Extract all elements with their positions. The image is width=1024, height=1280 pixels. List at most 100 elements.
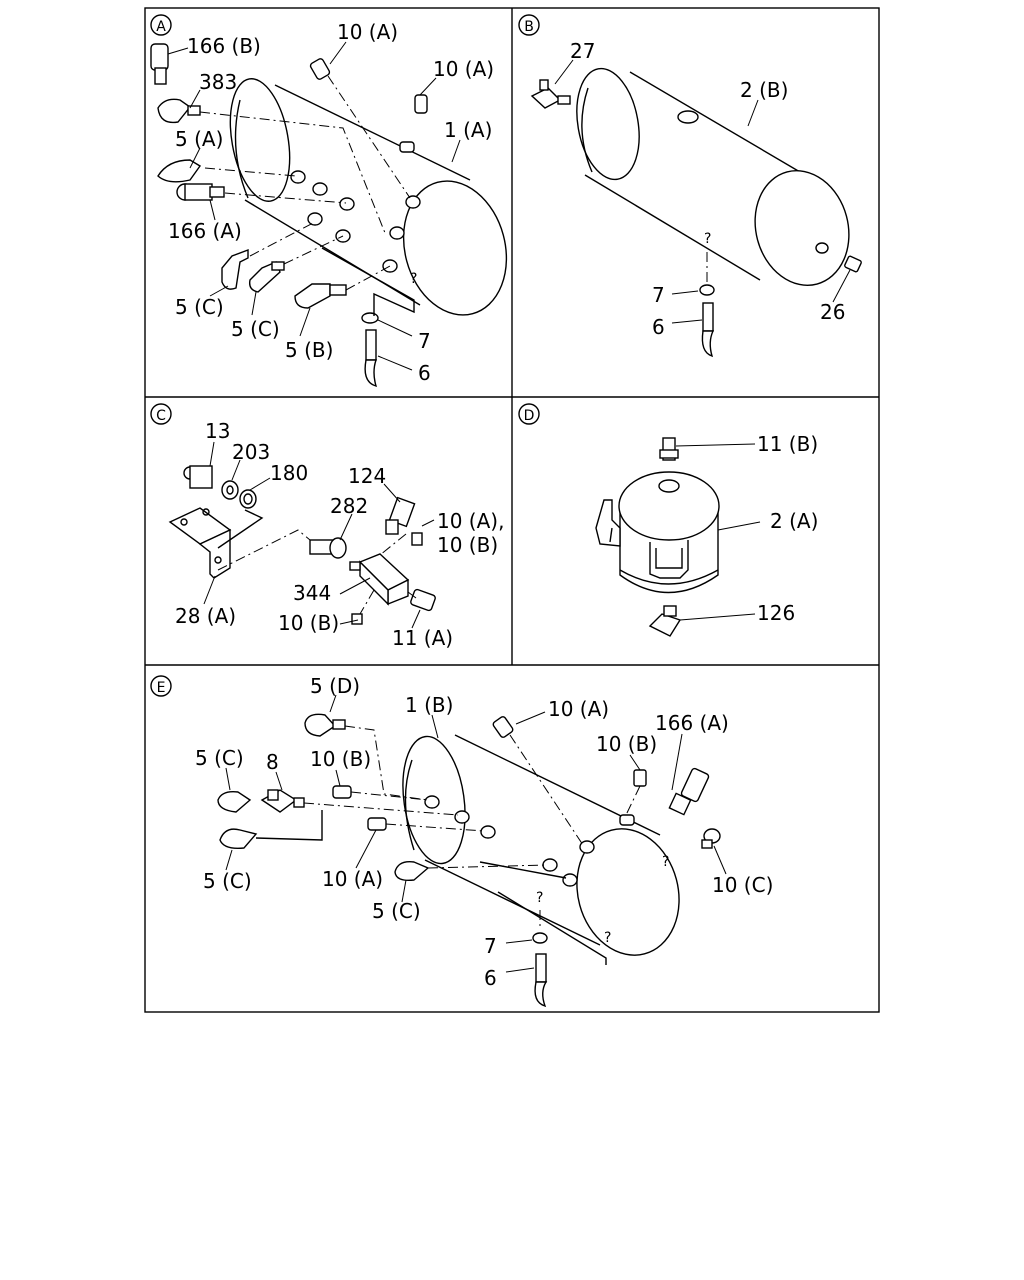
part-7-b xyxy=(699,284,715,296)
part-5c-e1 xyxy=(217,790,252,813)
panel-a: A ? xyxy=(150,14,508,388)
label-10a-top: 10 (A) xyxy=(337,20,398,44)
part-5c-2 xyxy=(248,261,285,293)
label-10b-e-right: 10 (B) xyxy=(596,732,657,756)
label-124: 124 xyxy=(348,464,386,488)
svg-text:?: ? xyxy=(704,231,711,247)
label-7-e: 7 xyxy=(484,934,497,958)
part-10b-upper xyxy=(411,532,423,546)
part-13 xyxy=(183,465,213,489)
label-5c-1: 5 (C) xyxy=(175,295,224,319)
svg-text:?: ? xyxy=(536,890,543,906)
part-8 xyxy=(260,789,305,813)
panel-d-marker xyxy=(518,403,540,425)
part-7-e xyxy=(532,932,548,944)
part-124 xyxy=(385,496,416,535)
panel-d-letter: D xyxy=(524,408,535,424)
tank-1b: ? ? ? xyxy=(402,734,680,956)
label-10b-c-upper: 10 (B) xyxy=(437,533,498,557)
part-10a-e-top xyxy=(492,716,514,738)
label-6-e: 6 xyxy=(484,966,497,990)
label-344: 344 xyxy=(293,581,331,605)
part-10a-e-left xyxy=(367,817,387,831)
panel-b-letter: B xyxy=(524,19,534,35)
part-11a xyxy=(410,588,436,612)
svg-text:?: ? xyxy=(604,930,611,946)
label-166a: 166 (A) xyxy=(168,219,242,243)
part-6-e xyxy=(534,953,548,1008)
part-203 xyxy=(221,480,239,500)
part-10a-top xyxy=(309,58,331,80)
part-6-b xyxy=(701,302,715,358)
part-166a-left xyxy=(176,183,225,201)
svg-text:?: ? xyxy=(662,854,669,870)
part-383 xyxy=(157,98,201,124)
label-5a: 5 (A) xyxy=(175,127,223,151)
label-166a-e: 166 (A) xyxy=(655,711,729,735)
panel-a-letter: A xyxy=(156,19,166,35)
bracket-28a xyxy=(168,507,232,579)
panel-b: B ? 27 xyxy=(518,14,862,358)
label-11b: 11 (B) xyxy=(757,432,818,456)
label-27: 27 xyxy=(570,39,595,63)
part-5a xyxy=(157,159,202,183)
label-1a: 1 (A) xyxy=(444,118,492,142)
part-180 xyxy=(239,489,257,509)
label-2b: 2 (B) xyxy=(740,78,788,102)
part-10a-right xyxy=(414,94,428,114)
label-10a-e-left: 10 (A) xyxy=(322,867,383,891)
part-344 xyxy=(349,553,410,606)
svg-text:?: ? xyxy=(410,271,417,287)
part-5c-e2 xyxy=(219,828,258,850)
label-126: 126 xyxy=(757,601,795,625)
label-7-a: 7 xyxy=(418,329,431,353)
panel-e-letter: E xyxy=(157,680,166,696)
label-6-a: 6 xyxy=(418,361,431,385)
part-11b xyxy=(659,437,679,461)
label-8: 8 xyxy=(266,750,279,774)
label-5b: 5 (B) xyxy=(285,338,333,362)
part-5b xyxy=(294,283,347,309)
panel-a-marker xyxy=(150,14,172,36)
panel-b-marker xyxy=(518,14,540,36)
panel-d: D 11 (B) 2 (A) 126 xyxy=(518,403,818,637)
part-126 xyxy=(648,605,682,637)
tank-1a: ? xyxy=(229,78,508,316)
label-7-b: 7 xyxy=(652,283,665,307)
part-10b-e-right xyxy=(633,769,647,787)
label-10b-e-left: 10 (B) xyxy=(310,747,371,771)
label-10a-right: 10 (A) xyxy=(433,57,494,81)
part-166b xyxy=(150,43,169,85)
label-203: 203 xyxy=(232,440,270,464)
label-10c: 10 (C) xyxy=(712,873,773,897)
label-2a: 2 (A) xyxy=(770,509,818,533)
label-5c-2: 5 (C) xyxy=(231,317,280,341)
part-10b-e-left xyxy=(332,785,352,799)
label-383: 383 xyxy=(199,70,237,94)
part-282 xyxy=(309,537,347,559)
label-5c-e2: 5 (C) xyxy=(203,869,252,893)
label-166b: 166 (B) xyxy=(187,34,261,58)
label-6-b: 6 xyxy=(652,315,665,339)
label-1b: 1 (B) xyxy=(405,693,453,717)
part-27 xyxy=(530,79,571,109)
panel-c: C xyxy=(150,403,504,650)
label-11a: 11 (A) xyxy=(392,626,453,650)
label-26: 26 xyxy=(820,300,845,324)
panel-e: E ? ? ? xyxy=(150,674,773,1008)
tank-ports xyxy=(290,170,421,273)
label-28a: 28 (A) xyxy=(175,604,236,628)
part-5c-e3 xyxy=(394,861,430,882)
label-13: 13 xyxy=(205,419,230,443)
label-10b-c-lower: 10 (B) xyxy=(278,611,339,635)
label-5c-e1: 5 (C) xyxy=(195,746,244,770)
part-6-a xyxy=(364,329,378,388)
part-26 xyxy=(844,255,862,273)
panel-e-marker xyxy=(150,675,172,697)
part-166a-e xyxy=(668,767,710,816)
label-10a-c: 10 (A), xyxy=(437,509,504,533)
label-180: 180 xyxy=(270,461,308,485)
tank-2a xyxy=(595,471,720,594)
part-10b-lower xyxy=(351,613,363,625)
